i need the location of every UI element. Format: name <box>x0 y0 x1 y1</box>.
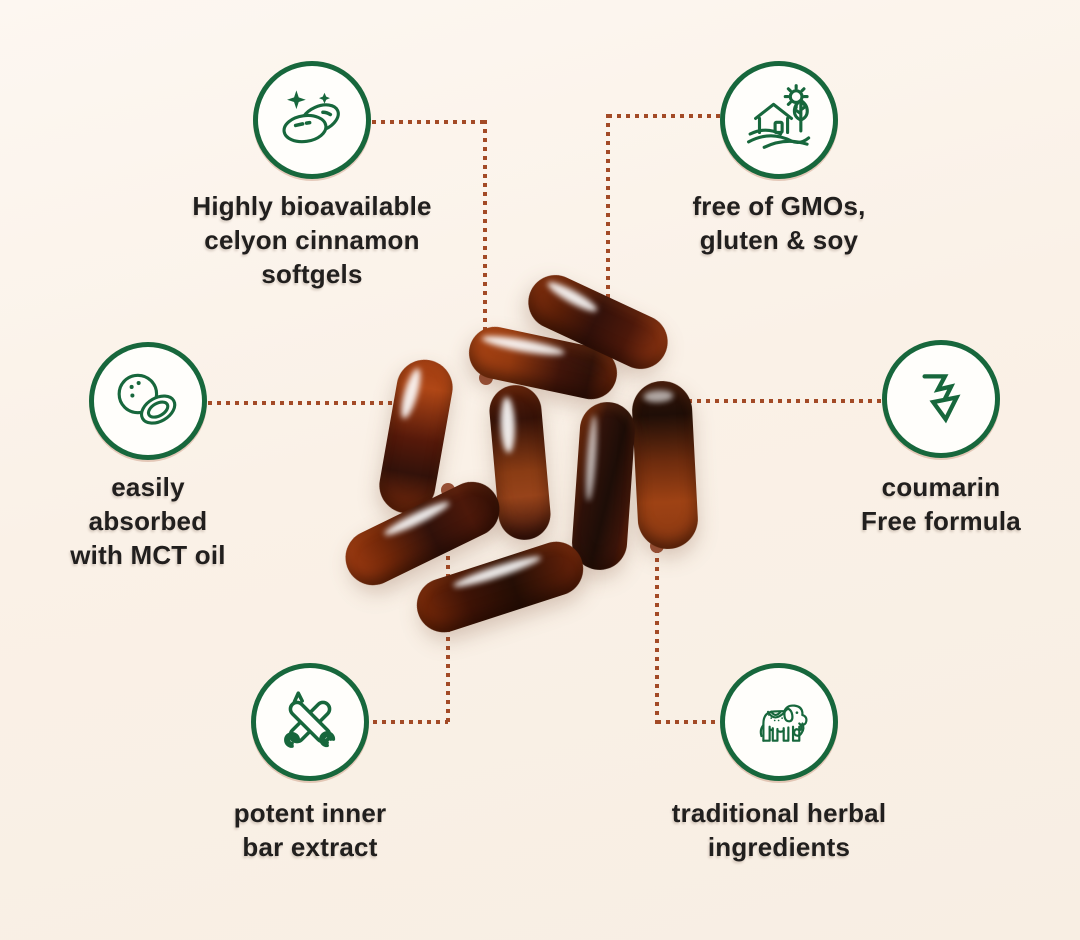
farm-house-icon <box>747 84 811 149</box>
feature-label-free-of-gmos: free of GMOs, gluten & soy <box>692 191 866 255</box>
connector-bottom-right-vertical <box>655 549 659 724</box>
softgel-capsule <box>570 400 637 572</box>
connector-top-left-vertical <box>483 120 487 374</box>
feature-icon-herbal <box>720 663 838 781</box>
connector-top-right-horizontal <box>608 114 720 118</box>
sparkle-softgels-icon <box>282 90 340 144</box>
feature-icon-free-of-gmos <box>720 61 838 179</box>
feature-icon-coumarin-free <box>882 340 1000 458</box>
elephant-icon <box>759 704 808 742</box>
cinnamon-sticks-icon <box>284 691 336 748</box>
feature-icon-bioavailable <box>253 61 371 179</box>
connector-top-left-horizontal <box>372 120 486 124</box>
connector-top-right-vertical <box>606 114 610 328</box>
coconut-icon <box>117 373 177 425</box>
connector-bottom-right-horizontal <box>657 720 719 724</box>
connector-bottom-left-horizontal <box>373 720 448 724</box>
connector-mid-right-horizontal <box>670 399 882 403</box>
declining-arrow-icon <box>922 374 961 424</box>
feature-label-herbal: traditional herbal ingredients <box>671 798 887 862</box>
softgel-capsule <box>630 379 700 551</box>
connector-mid-left-horizontal <box>208 401 430 405</box>
feature-label-bioavailable: Highly bioavailable celyon cinnamon soft… <box>192 191 432 289</box>
feature-label-mct-oil: easily absorbed with MCT oil <box>70 472 226 570</box>
feature-icon-mct-oil <box>89 342 207 460</box>
feature-label-coumarin-free: coumarin Free formula <box>861 472 1021 536</box>
feature-label-inner-bark: potent inner bar extract <box>233 798 387 862</box>
feature-icon-inner-bark <box>251 663 369 781</box>
